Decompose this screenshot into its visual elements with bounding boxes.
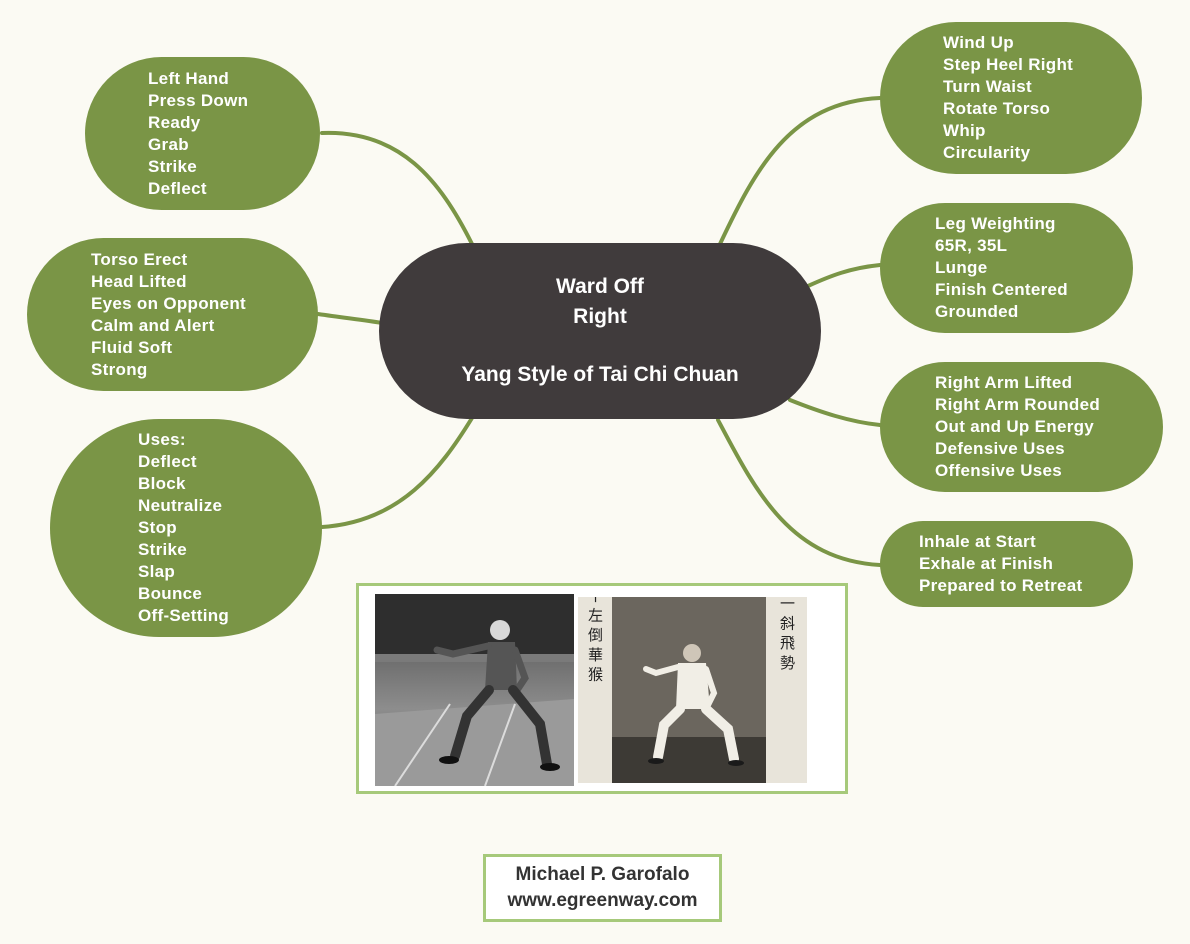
branch-item: Out and Up Energy (935, 417, 1095, 436)
branch-item: Block (138, 474, 186, 493)
branch-item: Uses: (138, 430, 186, 449)
branch-item: Bounce (138, 584, 203, 603)
branch-item: Calm and Alert (91, 315, 215, 335)
photo-historical-master: 二十 左 倒 華 猴 廿一 斜 飛 勢 (578, 597, 807, 783)
branch-leg-weighting: Leg Weighting 65R, 35L Lunge Finish Cent… (880, 203, 1133, 333)
branch-item: Slap (138, 562, 176, 581)
branch-item: Fluid Soft (91, 337, 173, 357)
calligraphy-right: 廿一 斜 飛 勢 (778, 597, 796, 671)
central-title-line2: Right (573, 305, 627, 328)
branch-item: Stop (138, 518, 177, 537)
branch-item: Strike (148, 156, 198, 176)
branch-item: Right Arm Rounded (935, 395, 1101, 414)
central-topic: Ward Off Right Yang Style of Tai Chi Chu… (379, 243, 821, 419)
branch-item: Turn Waist (943, 77, 1032, 96)
connector-right-top (718, 96, 882, 246)
branch-item: Whip (943, 121, 986, 140)
branch-item: Step Heel Right (943, 55, 1074, 74)
connector-right-bottom (716, 418, 882, 567)
branch-item: Right Arm Lifted (935, 373, 1073, 392)
branch-item: Finish Centered (935, 280, 1068, 299)
branch-item: Left Hand (148, 68, 230, 88)
branch-item: Circularity (943, 143, 1031, 162)
branch-item: Lunge (935, 258, 988, 277)
branch-item: Press Down (148, 90, 249, 110)
photo-modern-practitioner-figure (375, 594, 574, 786)
branch-item: Ready (148, 112, 201, 132)
branch-item: 65R, 35L (935, 236, 1008, 255)
connector-right-upper (806, 263, 882, 288)
branch-item: Neutralize (138, 496, 223, 515)
central-title-line1: Ward Off (556, 275, 644, 298)
connector-left-bottom (320, 416, 474, 529)
branch-item: Torso Erect (91, 249, 188, 269)
branch-item: Deflect (148, 178, 207, 198)
photo-modern-practitioner (375, 594, 574, 786)
connector-right-lower (788, 398, 882, 427)
photo-historical-master-figure: 二十 左 倒 華 猴 廿一 斜 飛 勢 (578, 597, 807, 783)
branch-item: Grab (148, 134, 189, 154)
connector-left-middle (316, 312, 384, 325)
branch-item: Rotate Torso (943, 99, 1051, 118)
branch-item: Eyes on Opponent (91, 293, 246, 313)
branch-item: Grounded (935, 302, 1019, 321)
branch-item: Strong (91, 359, 148, 379)
calligraphy-left: 二十 左 倒 華 猴 (586, 597, 604, 683)
branch-item: Wind Up (943, 33, 1014, 52)
branch-item: Off-Setting (138, 606, 230, 625)
branch-uses: Uses: Deflect Block Neutralize Stop Stri… (50, 419, 322, 637)
branch-item: Deflect (138, 452, 197, 471)
branch-item: Leg Weighting (935, 214, 1056, 233)
author-name: Michael P. Garofalo (515, 864, 690, 885)
photo-panel: 二十 左 倒 華 猴 廿一 斜 飛 勢 (356, 583, 848, 794)
branch-item: Exhale at Finish (919, 554, 1054, 573)
branch-item: Offensive Uses (935, 461, 1063, 480)
branch-right-arm: Right Arm Lifted Right Arm Rounded Out a… (880, 362, 1163, 492)
connector-left-top (320, 130, 474, 246)
branch-posture: Torso Erect Head Lifted Eyes on Opponent… (27, 238, 318, 391)
branch-wind-up: Wind Up Step Heel Right Turn Waist Rotat… (880, 22, 1142, 174)
branch-item: Prepared to Retreat (919, 576, 1083, 595)
branch-left-hand: Left Hand Press Down Ready Grab Strike D… (85, 57, 320, 210)
branch-item: Strike (138, 540, 188, 559)
branch-item: Head Lifted (91, 271, 187, 291)
author-signature: Michael P. Garofalo www.egreenway.com (483, 854, 722, 922)
author-website: www.egreenway.com (507, 890, 698, 911)
branch-item: Inhale at Start (919, 532, 1036, 551)
branch-item: Defensive Uses (935, 439, 1065, 458)
branch-breathing: Inhale at Start Exhale at Finish Prepare… (880, 521, 1133, 607)
central-subtitle: Yang Style of Tai Chi Chuan (461, 363, 739, 386)
